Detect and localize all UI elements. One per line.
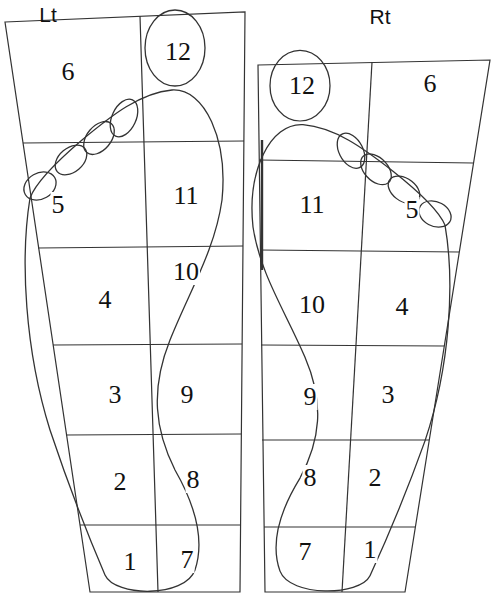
region-number: 11 xyxy=(298,192,325,218)
big-toe xyxy=(145,10,205,86)
region-number: 12 xyxy=(164,39,192,65)
region-number: 2 xyxy=(368,465,383,491)
big-toe xyxy=(270,50,330,121)
region-number: 7 xyxy=(298,539,313,565)
sole xyxy=(252,125,450,591)
region-number: 1 xyxy=(123,549,138,575)
grid-line xyxy=(261,345,444,346)
side-label: Rt xyxy=(370,6,391,27)
left-panel xyxy=(5,12,245,592)
region-number: 6 xyxy=(61,59,76,85)
grid-line xyxy=(140,16,158,592)
side-label: Lt xyxy=(39,4,57,25)
grid-line xyxy=(259,160,473,163)
grid-line xyxy=(66,434,241,435)
region-number: 8 xyxy=(186,467,201,493)
region-number: 5 xyxy=(405,197,420,223)
region-number: 11 xyxy=(172,183,199,209)
region-number: 7 xyxy=(180,547,195,573)
grid-line xyxy=(53,344,242,345)
grid-line xyxy=(23,141,244,143)
region-number: 3 xyxy=(108,382,123,408)
grid-line xyxy=(38,246,243,248)
region-number: 6 xyxy=(423,71,438,97)
right-panel xyxy=(258,60,490,592)
sole xyxy=(25,90,223,591)
toe xyxy=(49,139,92,181)
region-number: 4 xyxy=(98,287,113,313)
grid-line xyxy=(342,62,372,592)
region-number: 9 xyxy=(303,384,318,410)
right-foot-outline xyxy=(252,50,456,591)
region-number: 3 xyxy=(381,382,396,408)
region-number: 10 xyxy=(298,292,326,318)
grid-line xyxy=(262,439,429,440)
region-number: 2 xyxy=(113,469,128,495)
grid xyxy=(5,12,490,592)
region-number: 5 xyxy=(51,192,66,218)
region-number: 9 xyxy=(180,382,195,408)
region-number: 10 xyxy=(172,259,200,285)
region-number: 12 xyxy=(288,73,316,99)
grid-line xyxy=(80,524,241,525)
grid-line xyxy=(260,250,459,252)
region-number: 8 xyxy=(303,465,318,491)
toe xyxy=(414,196,456,233)
left-foot-outline xyxy=(19,10,223,591)
region-number: 4 xyxy=(395,294,410,320)
region-number: 1 xyxy=(363,537,378,563)
